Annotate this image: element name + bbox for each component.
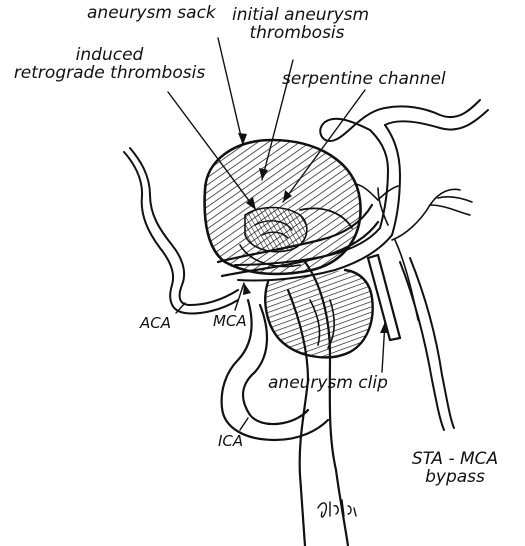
label-aneurysm-sack-text: aneurysm sack bbox=[87, 3, 216, 23]
label-aca: ACA bbox=[140, 314, 171, 332]
label-induced-thrombosis-line1: induced bbox=[75, 45, 144, 65]
aca-vessel bbox=[123, 147, 239, 315]
label-serpentine-channel: serpentine channel bbox=[282, 70, 446, 88]
label-sta-mca-bypass-line1: STA - MCA bbox=[411, 449, 499, 469]
label-sta-mca-bypass: STA - MCA bypass bbox=[400, 450, 510, 486]
label-aneurysm-clip: aneurysm clip bbox=[268, 374, 388, 392]
label-initial-thrombosis-line2: thrombosis bbox=[249, 23, 345, 43]
pointer-arrowheads bbox=[238, 133, 389, 333]
lower-aneurysm-lobe bbox=[264, 268, 374, 359]
label-ica-text: ICA bbox=[218, 432, 244, 450]
label-initial-thrombosis-line1: initial aneurysm bbox=[232, 5, 370, 25]
label-aneurysm-clip-text: aneurysm clip bbox=[268, 373, 388, 393]
label-pointers bbox=[167, 37, 386, 431]
label-sta-mca-bypass-line2: bypass bbox=[425, 467, 485, 487]
label-initial-thrombosis: initial aneurysm thrombosis bbox=[232, 5, 370, 43]
label-serpentine-channel-text: serpentine channel bbox=[282, 69, 446, 89]
sta-mca-bypass-vessel bbox=[399, 257, 455, 431]
label-induced-thrombosis-line2: retrograde thrombosis bbox=[13, 63, 206, 83]
signature-mark bbox=[317, 499, 357, 518]
label-mca-text: MCA bbox=[213, 312, 247, 330]
label-induced-thrombosis: induced retrograde thrombosis bbox=[2, 46, 217, 82]
label-aca-text: ACA bbox=[140, 314, 171, 332]
right-branches bbox=[355, 183, 473, 321]
label-ica: ICA bbox=[218, 432, 243, 450]
aneurysm-sack bbox=[203, 138, 380, 278]
label-aneurysm-sack: aneurysm sack bbox=[87, 4, 216, 22]
label-mca: MCA bbox=[213, 312, 247, 330]
